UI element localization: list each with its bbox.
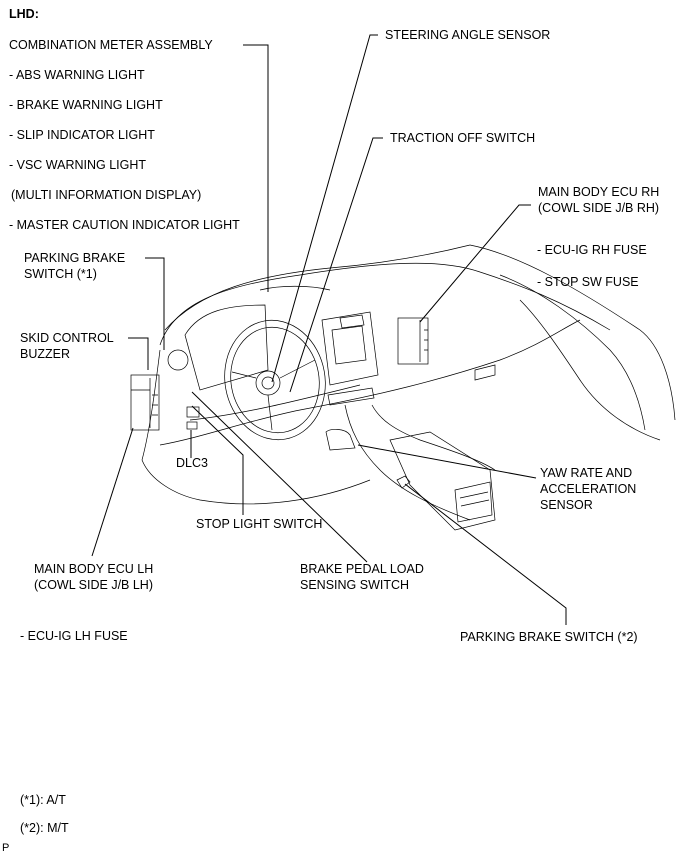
meter-item: - SLIP INDICATOR LIGHT — [9, 128, 155, 142]
leader-parking-brake-switch-2 — [404, 483, 567, 625]
note-at: (*1): A/T — [20, 793, 66, 807]
leader-brake-pedal — [191, 391, 368, 563]
parking-brake-switch-1-label: SWITCH (*1) — [24, 267, 97, 281]
stop-light-switch-label: STOP LIGHT SWITCH — [196, 517, 323, 531]
parking-brake-switch-2-label: PARKING BRAKE SWITCH (*2) — [460, 630, 638, 644]
leader-parking-brake-switch-1 — [145, 257, 165, 350]
stop-sw-fuse-label: - STOP SW FUSE — [537, 275, 639, 289]
brake-pedal-load-sensing-switch-label: SENSING SWITCH — [300, 578, 410, 592]
leader-main-body-ecu-lh — [91, 427, 134, 557]
traction-off-switch-label: TRACTION OFF SWITCH — [390, 131, 536, 145]
leader-steering-angle-sensor — [271, 34, 378, 383]
ecu-ig-lh-fuse-label: - ECU-IG LH FUSE — [20, 629, 128, 643]
leader-traction-off-switch — [289, 137, 383, 393]
dlc3-label: DLC3 — [176, 456, 208, 470]
main-body-ecu-rh-label: (COWL SIDE J/B RH) — [538, 201, 660, 215]
corner-mark: P — [2, 842, 10, 854]
meter-item: - MASTER CAUTION INDICATOR LIGHT — [9, 218, 240, 232]
note-mt: (*2): M/T — [20, 821, 69, 835]
leader-yaw-rate — [357, 444, 537, 479]
main-body-ecu-lh-label: MAIN BODY ECU LH — [34, 562, 154, 576]
leader-combination-meter — [243, 44, 269, 292]
leader-skid-control-buzzer — [128, 337, 149, 370]
ecu-ig-rh-fuse-label: - ECU-IG RH FUSE — [537, 243, 647, 257]
skid-control-buzzer-label: SKID CONTROL — [20, 331, 114, 345]
main-body-ecu-lh-label: (COWL SIDE J/B LH) — [34, 578, 153, 592]
parking-brake-switch-1-label: PARKING BRAKE — [24, 251, 126, 265]
yaw-rate-sensor-label: YAW RATE AND — [540, 466, 633, 480]
dashboard-drawing — [130, 244, 676, 531]
leader-lines — [91, 34, 567, 625]
heading: LHD: — [9, 7, 39, 21]
meter-item: - BRAKE WARNING LIGHT — [9, 98, 163, 112]
meter-item: (MULTI INFORMATION DISPLAY) — [11, 188, 202, 202]
skid-control-buzzer-label: BUZZER — [20, 347, 70, 361]
brake-pedal-load-sensing-switch-label: BRAKE PEDAL LOAD — [300, 562, 424, 576]
steering-angle-sensor-label: STEERING ANGLE SENSOR — [385, 28, 551, 42]
meter-item: - ABS WARNING LIGHT — [9, 68, 145, 82]
meter-item: - VSC WARNING LIGHT — [9, 158, 147, 172]
main-body-ecu-rh-label: MAIN BODY ECU RH — [538, 185, 660, 199]
combination-meter-label: COMBINATION METER ASSEMBLY — [9, 38, 213, 52]
leader-main-body-ecu-rh — [419, 204, 531, 323]
yaw-rate-sensor-label: ACCELERATION — [540, 482, 637, 496]
leader-stop-light-switch — [191, 405, 244, 515]
yaw-rate-sensor-label: SENSOR — [540, 498, 593, 512]
